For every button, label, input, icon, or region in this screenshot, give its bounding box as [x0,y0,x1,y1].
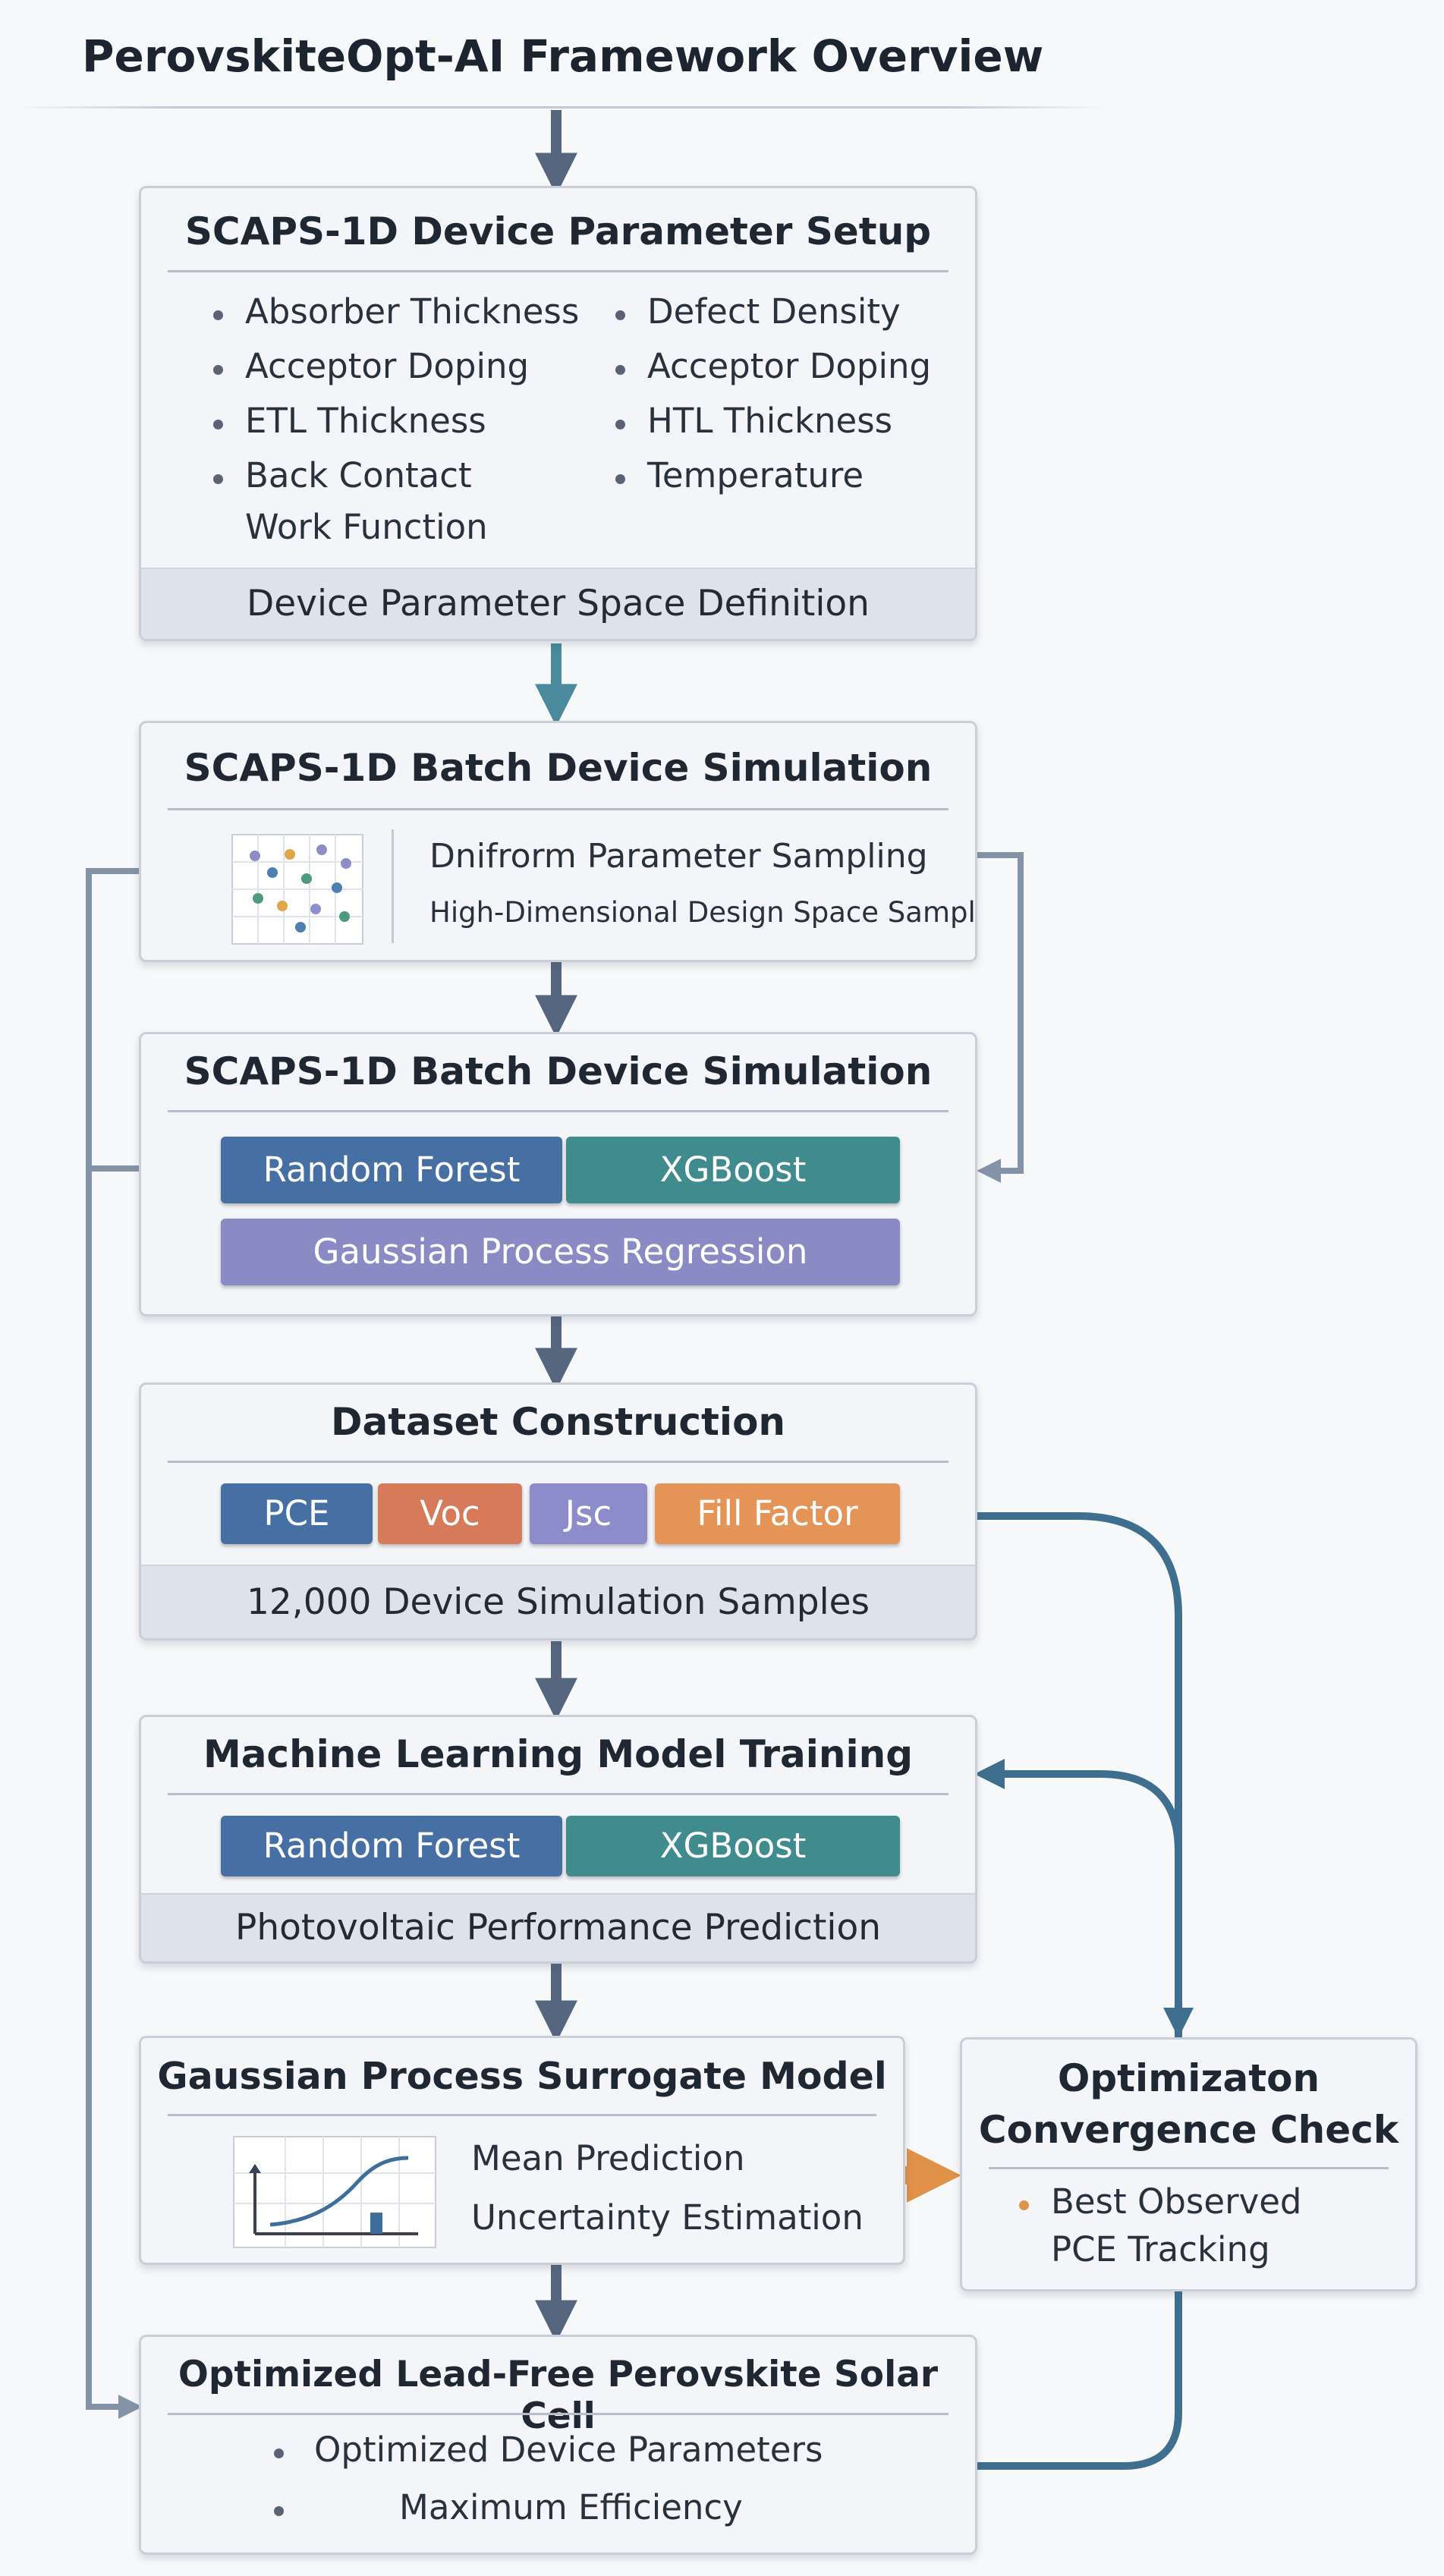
convergence-title-line1: Optimizaton [1057,2056,1320,2100]
parameter-setup-title: SCAPS-1D Device Parameter Setup [184,209,932,253]
dataset-footer: 12,000 Device Simulation Samples [141,1565,975,1638]
batch-models-divider [168,1110,949,1112]
param-item: ETL Thickness [245,401,486,441]
bullet-dot [615,474,625,484]
pce-chip: PCE [221,1483,373,1544]
param-item: Back Contact [245,455,472,495]
sampling-method: Dnifrorm Parameter Sampling [429,837,928,876]
dataset-divider [168,1461,949,1463]
model-training-box: Machine Learning Model Training Random F… [139,1715,977,1964]
optimized-result-box: Optimized Lead-Free Perovskite Solar Cel… [139,2335,977,2555]
optimized-result-divider [168,2413,949,2415]
bullet-dot [274,2449,284,2458]
uncertainty-estimation-text: Uncertainty Estimation [471,2197,864,2238]
feedback-to-dataset [935,1501,1182,2022]
result-item: Optimized Device Parameters [314,2430,823,2470]
optimized-result-title: Optimized Lead-Free Perovskite Solar Cel… [178,2354,939,2437]
voc-chip: Voc [378,1483,522,1544]
bullet-dot [1019,2200,1029,2210]
surrogate-model-divider [168,2114,876,2116]
random-forest-chip: Random Forest [221,1816,562,1876]
fill-factor-chip: Fill Factor [655,1483,900,1544]
param-item: Absorber Thickness [245,291,580,332]
parameter-setup-footer: Device Parameter Space Definition [141,568,975,639]
model-training-divider [168,1793,949,1795]
param-item: Acceptor Doping [647,346,932,386]
dataset-title: Dataset Construction [330,1400,786,1444]
batch-models-title: SCAPS-1D Batch Device Simulation [184,1049,933,1093]
feedback-to-training [974,1759,1182,2049]
param-item: Defect Density [647,291,901,332]
bullet-dot [213,310,223,320]
param-item: Temperature [647,455,864,495]
bullet-dot [213,365,223,375]
result-item: Maximum Efficiency [399,2487,743,2527]
result-to-convergence-line [977,2288,1182,2470]
convergence-item: Best Observed [1051,2181,1302,2222]
xgboost-chip: XGBoost [566,1137,900,1203]
random-forest-chip: Random Forest [221,1137,562,1203]
convergence-divider [989,2167,1389,2169]
model-training-footer: Photovoltaic Performance Prediction [141,1893,975,1961]
parameter-setup-divider [168,270,949,272]
param-item: HTL Thickness [647,401,893,441]
param-item: Work Function [245,507,488,547]
convergence-item: PCE Tracking [1051,2229,1270,2269]
bypass-line-left [86,868,143,2419]
bullet-dot [615,310,625,320]
bullet-dot [615,365,625,375]
mean-prediction-text: Mean Prediction [471,2138,745,2178]
dataset-box: Dataset Construction PCE Voc Jsc Fill Fa… [139,1382,977,1640]
batch-sampling-title: SCAPS-1D Batch Device Simulation [184,746,933,790]
convergence-check-box: Optimizaton Convergence Check Best Obser… [960,2037,1417,2291]
bullet-dot [213,420,223,429]
bullet-dot [213,474,223,484]
sampling-description: High-Dimensional Design Space Sampling [429,896,977,929]
page-title: PerovskiteOpt-AI Framework Overview [82,30,1044,82]
batch-sampling-divider [168,808,949,810]
model-training-title: Machine Learning Model Training [203,1732,914,1776]
surrogate-model-box: Gaussian Process Surrogate Model Mean Pr… [139,2036,905,2265]
surrogate-model-title: Gaussian Process Surrogate Model [157,2055,887,2098]
bullet-dot [274,2506,284,2516]
sampling-separator [392,829,394,943]
convergence-title-line2: Convergence Check [978,2108,1399,2152]
jsc-chip: Jsc [530,1483,647,1544]
line-graph-icon [233,2136,436,2248]
gaussian-process-chip: Gaussian Process Regression [221,1219,900,1285]
parameter-setup-box: SCAPS-1D Device Parameter Setup Absorber… [139,186,977,641]
xgboost-chip: XGBoost [566,1816,900,1876]
param-item: Acceptor Doping [245,346,530,386]
title-divider [15,106,1108,109]
scatter-grid-icon [231,834,363,945]
bullet-dot [615,420,625,429]
batch-sampling-box: SCAPS-1D Batch Device Simulation Dn [139,721,977,962]
batch-models-box: SCAPS-1D Batch Device Simulation Random … [139,1032,977,1316]
sampling-to-models-line [977,852,1024,1183]
